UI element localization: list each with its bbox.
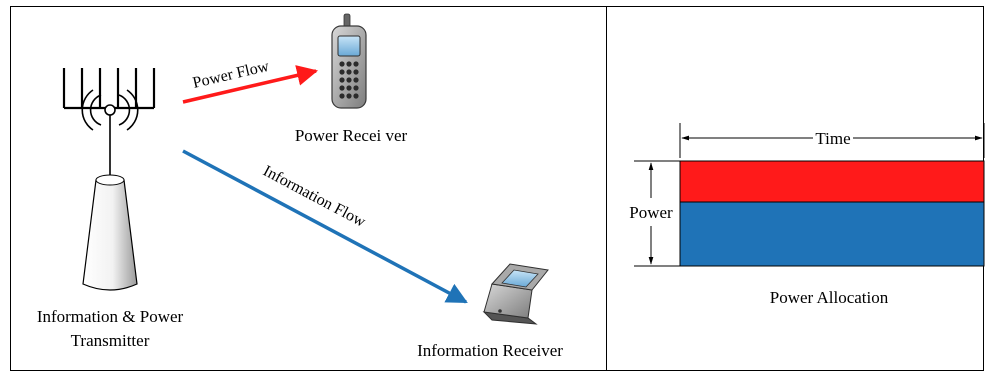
power-allocation-caption: Power Allocation (770, 288, 889, 307)
power-flow-label: Power Flow (191, 58, 271, 92)
antenna-tower-icon (62, 68, 156, 291)
transmitter-label-line2: Transmitter (71, 331, 150, 350)
time-label: Time (815, 129, 850, 148)
information-flow-arrow (182, 149, 468, 304)
flip-phone-icon (482, 263, 549, 325)
transmitter-label-line1: Information & Power (37, 307, 184, 326)
right-panel: Time Power Power Allocation (629, 123, 985, 307)
power-flow-block (679, 160, 985, 203)
power-flow-arrow (182, 65, 319, 104)
information-receiver-label: Information Receiver (417, 341, 563, 360)
left-panel: Information & Power Transmitter Power Fl… (37, 13, 563, 360)
mobile-phone-icon (331, 13, 367, 109)
power-label: Power (629, 203, 673, 222)
information-flow-block (679, 201, 985, 267)
power-receiver-label: Power Recei ver (295, 126, 408, 145)
